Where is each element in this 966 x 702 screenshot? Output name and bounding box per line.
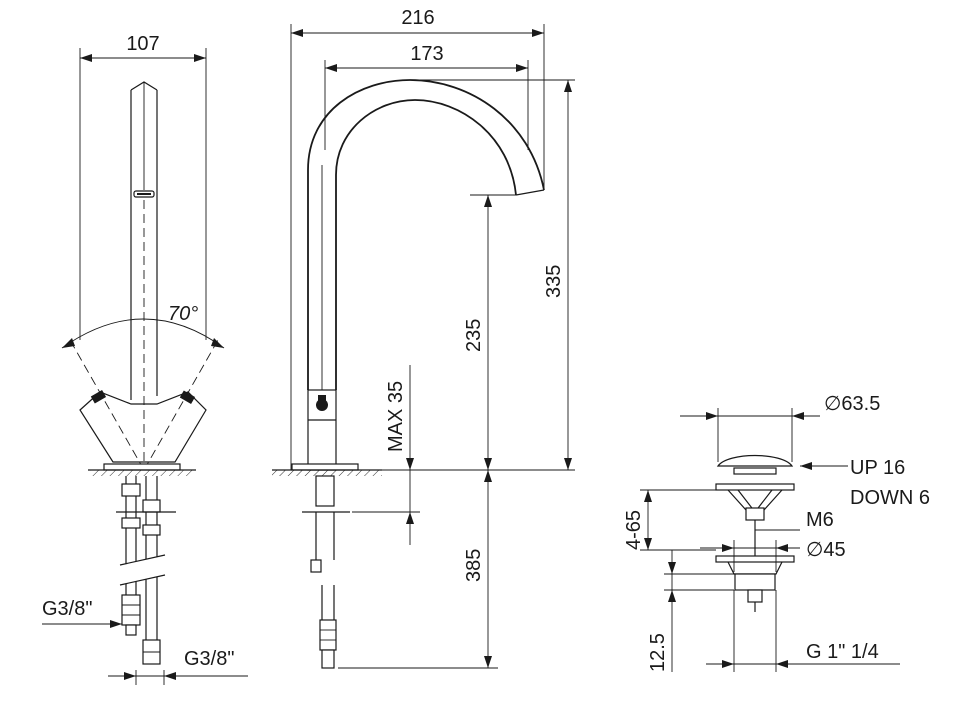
gooseneck-spout bbox=[307, 79, 575, 390]
overall-reach-label: 216 bbox=[401, 7, 434, 29]
side-view: 216 173 bbox=[272, 7, 575, 669]
hose-length-label: 385 bbox=[463, 549, 485, 582]
cap-diameter-label: ∅63.5 bbox=[824, 393, 880, 415]
height-dimensions: 235 335 385 bbox=[338, 80, 575, 669]
spout-reach-label: 173 bbox=[410, 43, 443, 65]
mixer-body bbox=[79, 390, 207, 476]
body-diameter-dimension: ∅45 bbox=[700, 539, 846, 572]
spout-height-label: 235 bbox=[463, 319, 485, 352]
right-inlet-thread: G3/8" bbox=[184, 648, 234, 670]
overall-reach-dimension: 216 bbox=[290, 7, 545, 470]
lower-height-label: 12.5 bbox=[647, 633, 669, 672]
body-diameter-label: ∅45 bbox=[806, 539, 846, 561]
waste-mechanism: M6 bbox=[715, 489, 834, 612]
lever-handle bbox=[130, 81, 158, 470]
max-deck-label: MAX 35 bbox=[385, 381, 407, 452]
outlet-thread-dimension: G 1" 1/4 bbox=[706, 590, 900, 672]
left-inlet-thread: G3/8" bbox=[42, 598, 92, 620]
width-label: 107 bbox=[126, 33, 159, 55]
side-body bbox=[272, 389, 382, 669]
front-view: 107 70° bbox=[42, 33, 248, 685]
outlet-thread-label: G 1" 1/4 bbox=[806, 641, 879, 663]
adjust-range-label: 4-65 bbox=[623, 510, 645, 550]
angle-label: 70° bbox=[168, 303, 198, 325]
total-height-label: 335 bbox=[543, 265, 565, 298]
lower-height-dimension: 12.5 bbox=[647, 550, 734, 672]
supply-hoses bbox=[116, 476, 176, 665]
down-travel-label: DOWN 6 bbox=[850, 487, 930, 509]
cap-diameter-dimension: ∅63.5 bbox=[680, 393, 880, 462]
adjust-range-dimension: 4-65 bbox=[623, 489, 716, 551]
rod-thread-label: M6 bbox=[806, 509, 834, 531]
up-travel-label: UP 16 bbox=[850, 457, 905, 479]
spout-reach-dimension: 173 bbox=[324, 43, 529, 150]
deck-thickness-dimension: MAX 35 bbox=[352, 365, 420, 545]
swing-angle: 70° bbox=[61, 303, 225, 471]
width-dimension: 107 bbox=[79, 33, 207, 340]
waste-view: ∅63.5 UP 16 DOWN 6 M6 bbox=[623, 393, 930, 672]
thread-callouts: G3/8" G3/8" bbox=[42, 598, 248, 685]
waste-cap: UP 16 DOWN 6 bbox=[715, 454, 930, 509]
